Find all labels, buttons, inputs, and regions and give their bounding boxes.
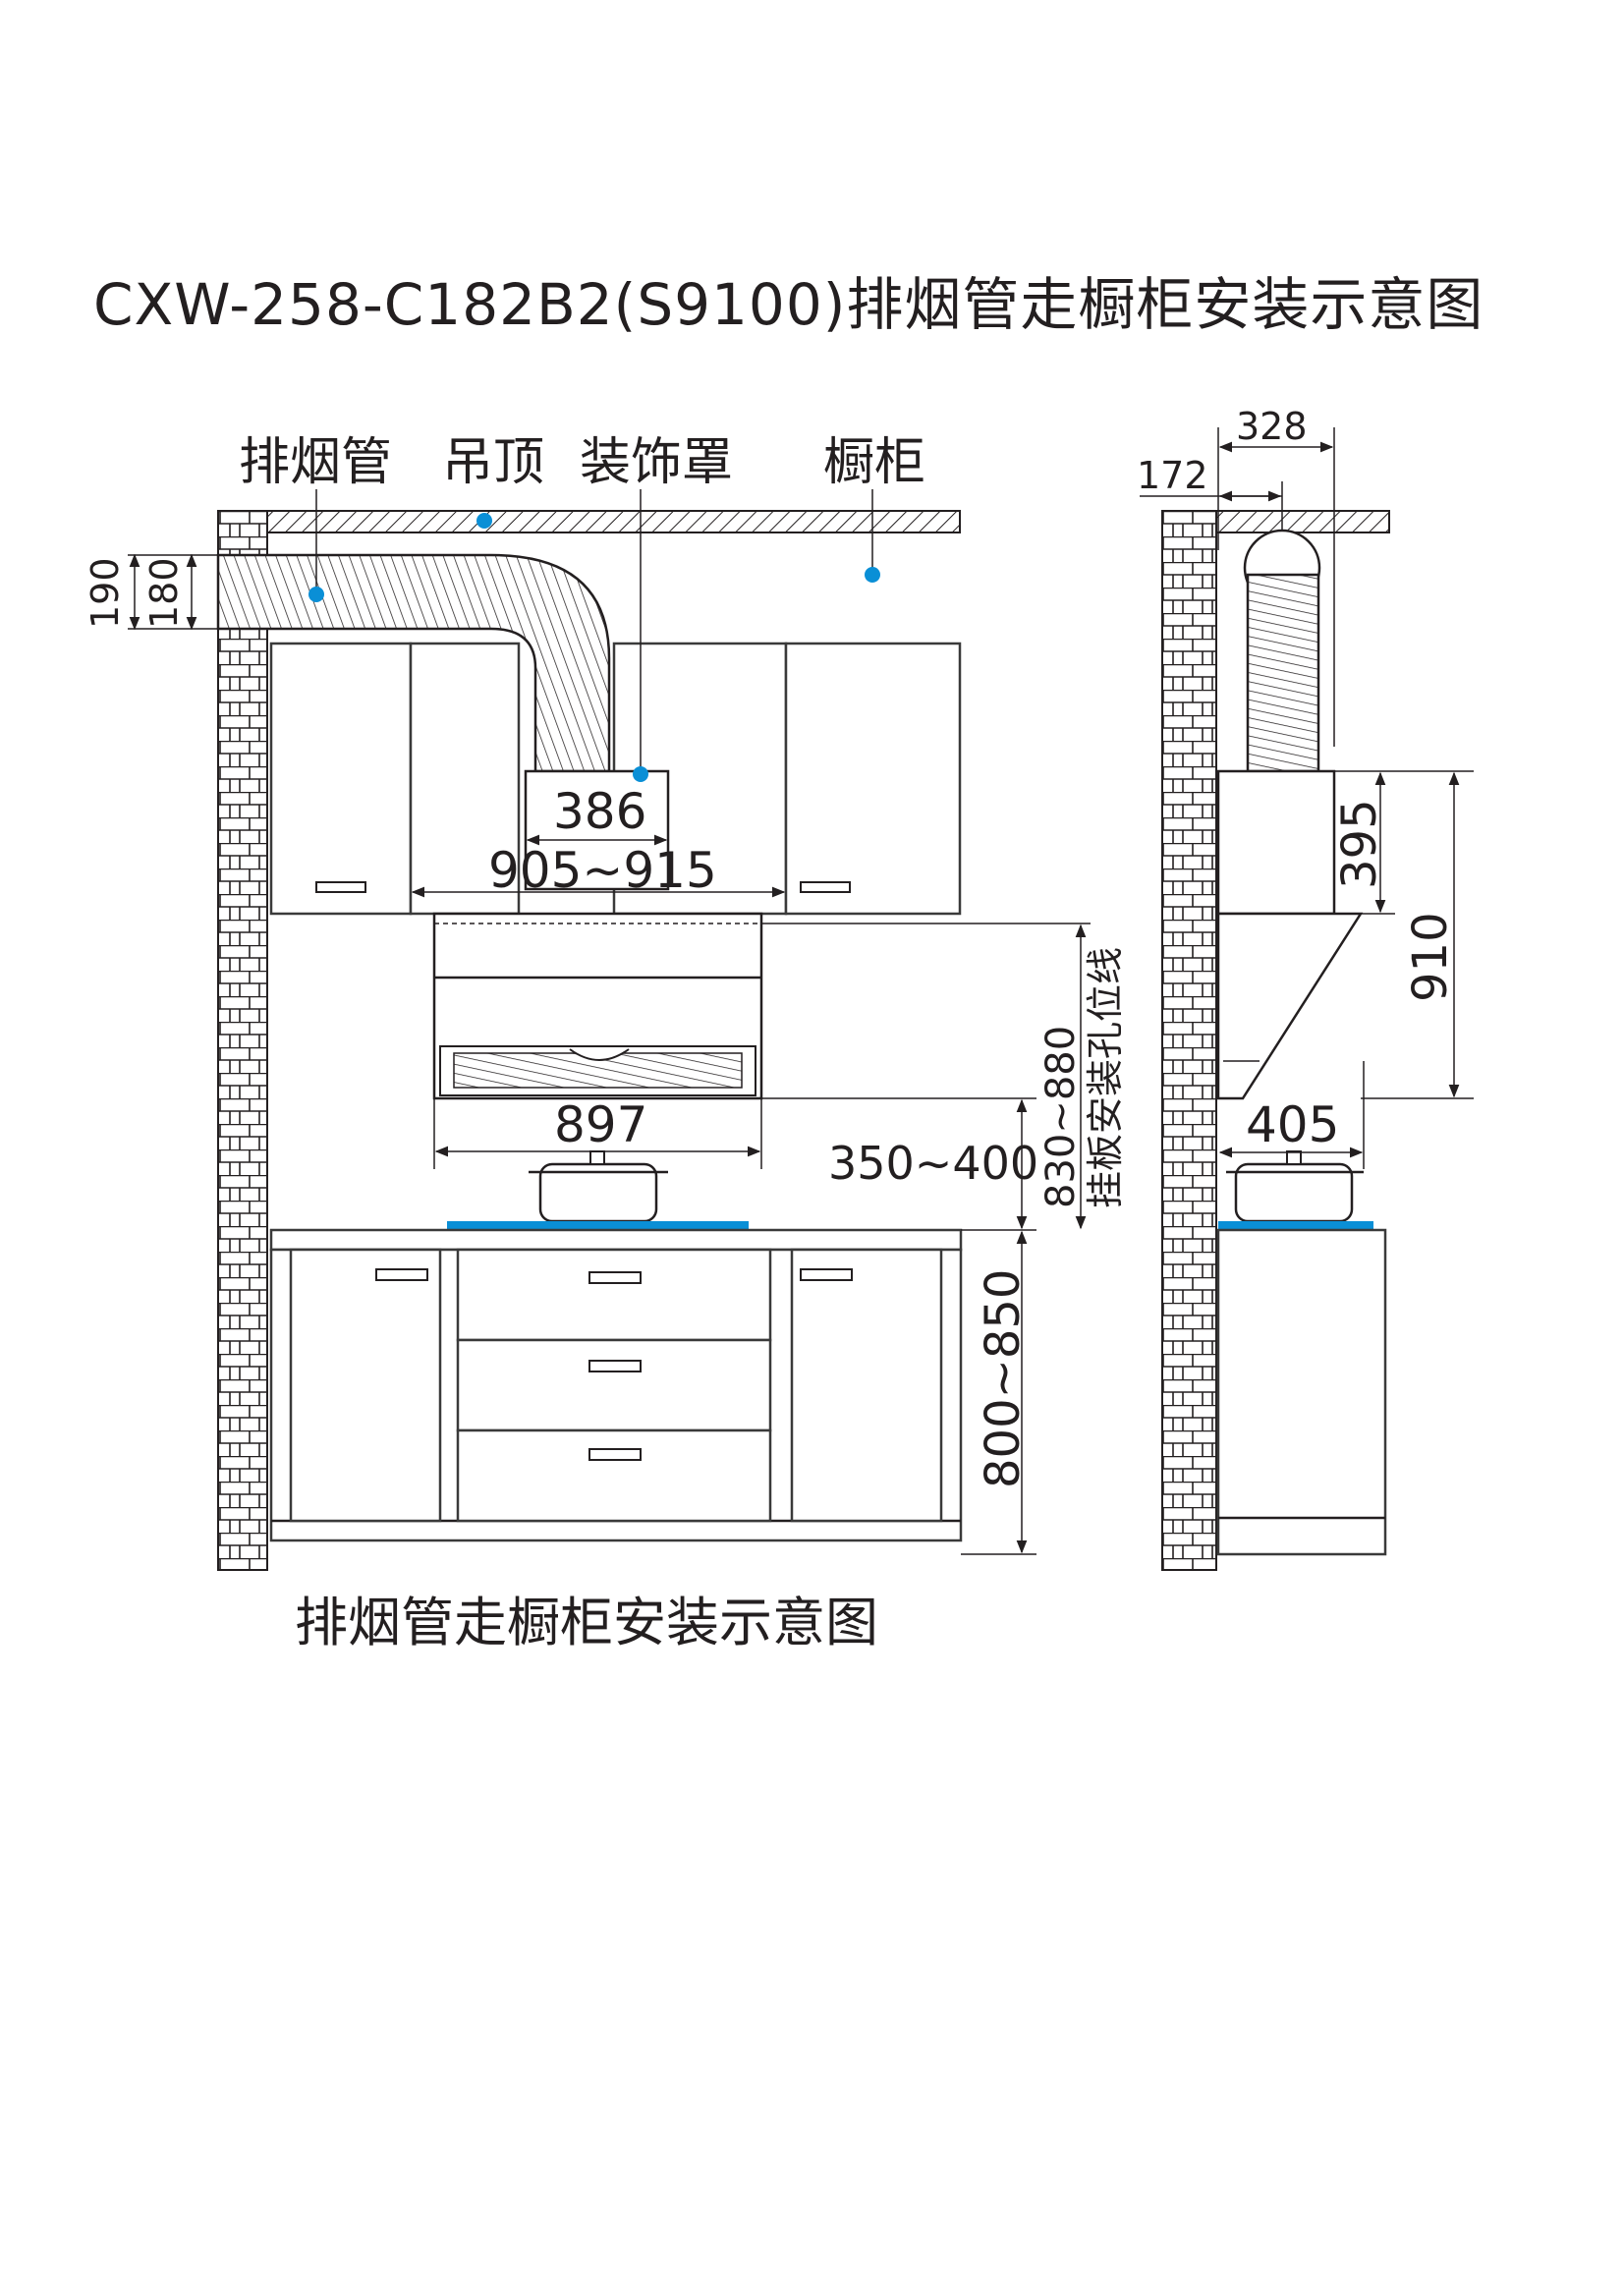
diagram-title: CXW-258-C182B2(S9100)排烟管走橱柜安装示意图 (93, 271, 1484, 338)
dim-duct-offset: 172 (1137, 454, 1208, 497)
label-ceiling: 吊顶 (442, 433, 544, 492)
hob-side (1218, 1221, 1373, 1230)
dim-hood-width: 897 (554, 1096, 647, 1153)
dim-mount-height: 830~880 (1038, 1026, 1084, 1208)
side-cover (1216, 769, 1336, 916)
side-hood (1216, 912, 1364, 1100)
upper-cabinet-left (269, 642, 413, 916)
label-cabinet: 橱柜 (823, 433, 925, 492)
drawer-3 (456, 1428, 772, 1523)
brick-wall (217, 510, 268, 1571)
upper-cabinet-handle-right (800, 881, 851, 893)
upper-cabinet-left-2 (409, 642, 521, 916)
drawer-2 (456, 1338, 772, 1432)
drawer-1 (456, 1248, 772, 1342)
upper-cabinet-right (784, 642, 962, 916)
base-door-left (289, 1248, 442, 1523)
handle-drawer-3 (588, 1448, 642, 1461)
marker-ceiling (476, 513, 492, 529)
marker-cover (633, 766, 648, 782)
dim-cabinet-gap: 905~915 (488, 842, 717, 899)
cooking-pot-side (1226, 1150, 1364, 1223)
marker-duct (308, 587, 324, 602)
dim-cover-width: 386 (553, 783, 646, 840)
mount-hole-note: 挂板安装孔位线 (1084, 947, 1127, 1208)
label-duct: 排烟管 (239, 433, 392, 492)
base-door-right (790, 1248, 943, 1523)
decorative-cover (524, 769, 670, 891)
dim-cover-height: 395 (1332, 799, 1387, 889)
dim-counter-height: 800~850 (976, 1269, 1031, 1488)
range-hood-front (432, 912, 763, 1100)
dim-hood-height: 350~400 (828, 1137, 1038, 1190)
side-duct (1246, 573, 1320, 773)
label-cover: 装饰罩 (580, 433, 733, 492)
marker-cabinet (865, 567, 880, 583)
dim-duct-inner: 180 (142, 557, 186, 629)
dim-duct-outer: 190 (84, 557, 127, 629)
dim-total-height: 910 (1403, 912, 1458, 1002)
side-view: 328 172 395 910 405 (1137, 405, 1474, 1571)
ceiling-slab (220, 510, 961, 533)
diagram-caption: 排烟管走橱柜安装示意图 (295, 1592, 878, 1653)
dim-hood-depth: 405 (1246, 1096, 1339, 1153)
side-base-cabinet (1216, 1228, 1387, 1556)
countertop (269, 1228, 963, 1252)
cooking-pot-front (529, 1150, 668, 1223)
handle-door-left (375, 1268, 428, 1281)
handle-door-right (800, 1268, 853, 1281)
handle-drawer-2 (588, 1360, 642, 1372)
front-view: 排烟管 吊顶 装饰罩 橱柜 190 180 386 905~915 897 35… (84, 433, 1127, 1571)
upper-cabinet-handle-left (315, 881, 366, 893)
exhaust-duct (216, 553, 611, 773)
handle-drawer-1 (588, 1271, 642, 1284)
hob-front (447, 1221, 749, 1230)
side-brick-wall (1161, 510, 1217, 1571)
dim-depth-top: 328 (1236, 405, 1308, 448)
